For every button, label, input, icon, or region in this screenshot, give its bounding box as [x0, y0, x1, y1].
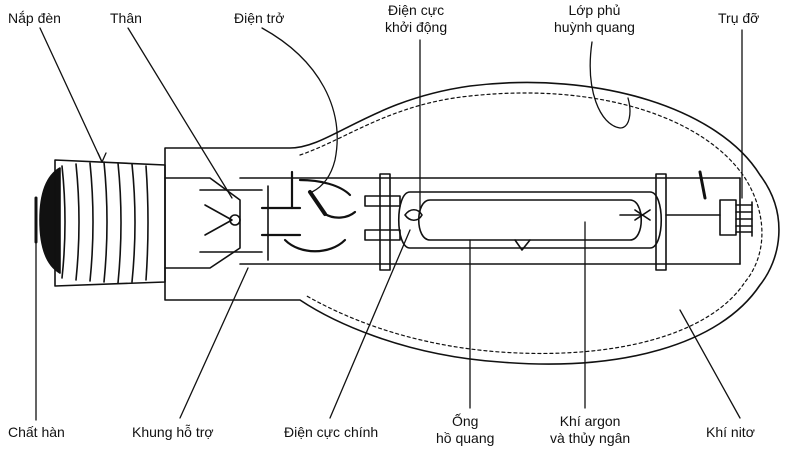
label-start-electrode-line1: Điện cực [388, 2, 445, 18]
label-phosphor-line2: huỳnh quang [554, 19, 635, 35]
label-argon-mercury-line1: Khí argon [559, 413, 621, 429]
arc-tube [397, 191, 663, 251]
phosphor-coating [299, 92, 763, 355]
stem [164, 177, 263, 269]
support-post-assembly [665, 170, 753, 237]
label-start-electrode-line2: khởi động [385, 19, 448, 35]
leader-stem [127, 27, 233, 199]
label-solder: Chất hàn [8, 424, 65, 440]
clamps [364, 173, 667, 271]
label-start-electrode: Điện cực khởi động [385, 2, 447, 36]
label-phosphor-line1: Lớp phủ [568, 2, 621, 18]
label-main-electrode: Điện cực chính [284, 424, 379, 440]
leader-cap [39, 27, 103, 163]
leader-nitrogen [679, 309, 741, 419]
label-arc-tube-line1: Ống [451, 413, 479, 429]
glass-bulb [164, 81, 780, 365]
label-argon-mercury-line2: và thủy ngân [550, 430, 631, 446]
leader-resistor [261, 27, 338, 193]
resistor-wiring [260, 170, 357, 253]
label-phosphor: Lớp phủ huỳnh quang [554, 2, 635, 36]
label-arc-tube: Ống hồ quang [436, 413, 494, 447]
label-cap: Nắp đèn [8, 10, 61, 26]
leader-phosphor [589, 41, 631, 129]
label-argon-mercury: Khí argon và thủy ngân [550, 413, 630, 447]
leader-main-electrode [329, 229, 411, 419]
leader-support-frame [179, 267, 249, 419]
screw-base [34, 159, 166, 287]
label-support-post: Trụ đỡ [718, 10, 760, 26]
label-stem: Thân [110, 10, 142, 26]
label-arc-tube-line2: hồ quang [436, 430, 495, 446]
label-support-frame: Khung hỗ trợ [132, 424, 214, 440]
leader-lines [35, 27, 743, 421]
label-nitrogen: Khí nitơ [706, 424, 755, 440]
label-resistor: Điện trở [234, 10, 285, 26]
